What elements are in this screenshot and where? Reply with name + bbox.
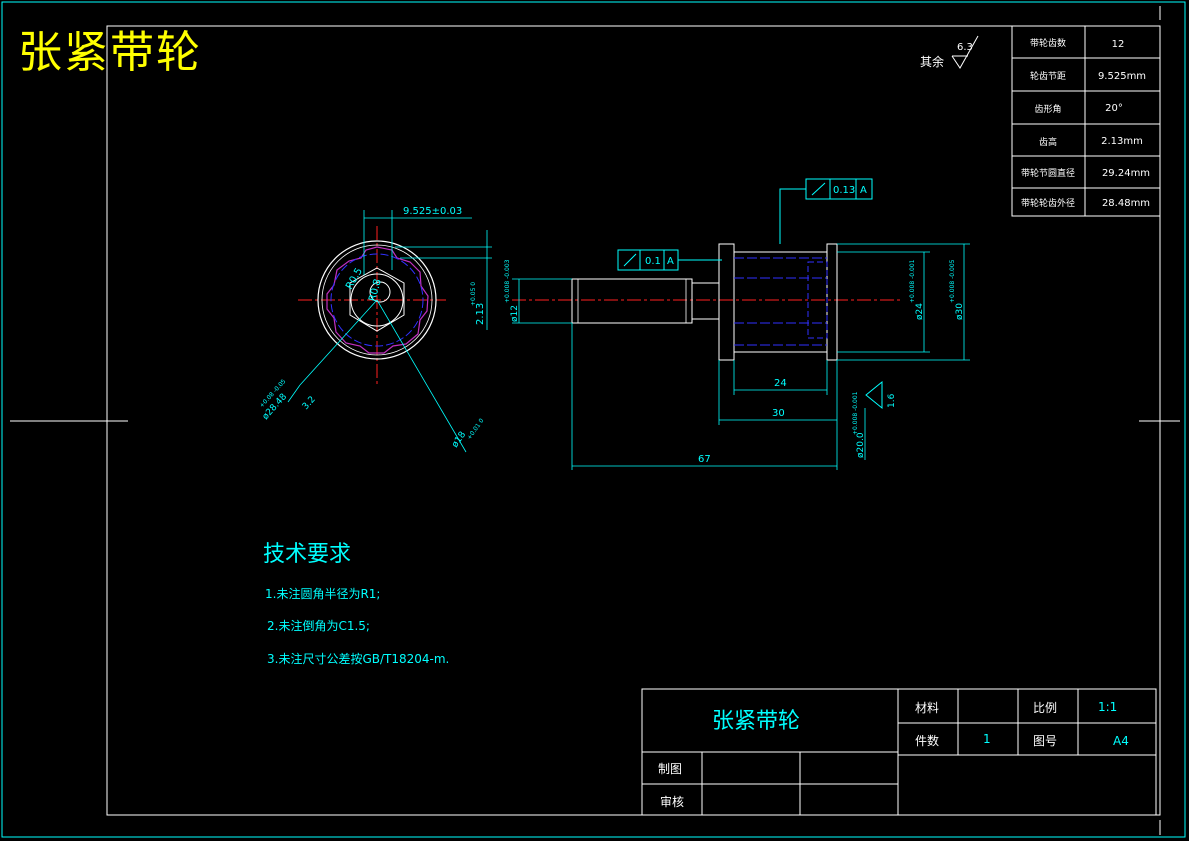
side-view: 0.1 A 0.13 A ø12 +0.008 -0.003 ø24 +0.00… [504, 178, 970, 470]
parameters-table: 带轮齿数 12 轮齿节距 9.525mm 齿形角 20° 齿高 2.13mm 带… [1011, 25, 1161, 217]
len-24: 24 [774, 378, 787, 389]
checked-label: 审核 [660, 794, 684, 809]
roughness-label: 其余 [920, 54, 944, 69]
bore-dim: ø18 [450, 430, 468, 450]
param-name: 带轮轮齿外径 [1021, 197, 1075, 209]
technical-requirements: 技术要求 1.未注圆角半径为R1; 2.未注倒角为C1.5; 3.未注尺寸公差按… [263, 542, 449, 666]
tooth-height-tol: +0.05 0 [470, 282, 477, 306]
runout-1-value: 0.1 [645, 256, 661, 267]
dia-20-tol: +0.008 -0.001 [852, 391, 859, 435]
runout-2-datum: A [860, 185, 867, 196]
flange-dia: ø30 [955, 303, 965, 320]
title-block-part-name: 张紧带轮 [712, 709, 800, 734]
runout-1-datum: A [667, 256, 674, 267]
param-value: 29.24mm [1102, 168, 1150, 179]
len-30: 30 [772, 408, 785, 419]
tech-req-item: 2.未注倒角为C1.5; [267, 618, 370, 633]
shaft-tol: +0.008 -0.003 [504, 259, 511, 303]
scale-value: 1:1 [1098, 700, 1117, 714]
qty-value: 1 [983, 732, 991, 746]
drawing-frame [106, 25, 1161, 816]
angle-dim: 3.2 [301, 395, 318, 412]
param-value: 9.525mm [1098, 71, 1146, 82]
tech-req-item: 1.未注圆角半径为R1; [265, 586, 380, 601]
runout-frame-2: 0.13 A [779, 178, 873, 244]
param-name: 齿形角 [1034, 103, 1061, 115]
qty-label: 件数 [915, 733, 939, 748]
shaft-dia: ø12 [510, 305, 520, 322]
param-name: 齿高 [1039, 136, 1057, 148]
param-value: 2.13mm [1101, 136, 1143, 147]
hub-tol: +0.008 -0.001 [909, 259, 916, 303]
drawing-title: 张紧带轮 [18, 27, 202, 78]
hub-dia: ø24 [915, 303, 925, 320]
runout-2-value: 0.13 [833, 185, 855, 196]
drawing-no-label: 图号 [1033, 734, 1057, 748]
runout-frame-1: 0.1 A [617, 249, 722, 271]
roughness-16: 1.6 [887, 393, 897, 408]
bore-tol: +0.01 0 [466, 417, 486, 441]
param-value: 28.48mm [1102, 198, 1150, 209]
material-label: 材料 [915, 701, 939, 715]
dia-20: ø20.0 [856, 432, 866, 458]
param-name: 轮齿节距 [1030, 70, 1066, 82]
param-value: 12 [1112, 39, 1125, 50]
param-name: 带轮节圆直径 [1021, 167, 1075, 179]
front-view: 9.525±0.03 2.13 +0.05 0 R0.5 R0.8 ø28.48… [258, 206, 492, 453]
scale-label: 比例 [1033, 701, 1057, 715]
drawn-label: 制图 [658, 762, 682, 776]
param-name: 带轮齿数 [1030, 37, 1066, 49]
tech-req-item: 3.未注尺寸公差按GB/T18204-m. [267, 651, 449, 666]
roughness-symbol-general: 其余 6.3 [920, 35, 979, 69]
roughness-value: 6.3 [957, 42, 973, 53]
len-67: 67 [698, 454, 711, 465]
param-value: 20° [1105, 103, 1123, 114]
tooth-height-dim: 2.13 [475, 303, 486, 325]
title-block: 张紧带轮 材料 比例 1:1 件数 1 图号 A4 制图 审核 [641, 688, 1157, 816]
flange-tol: +0.008 -0.005 [949, 259, 956, 303]
drawing-no-value: A4 [1113, 734, 1129, 748]
tech-req-title: 技术要求 [263, 542, 351, 567]
pitch-dim: 9.525±0.03 [403, 206, 462, 217]
r-dim-2: R0.8 [367, 278, 384, 303]
